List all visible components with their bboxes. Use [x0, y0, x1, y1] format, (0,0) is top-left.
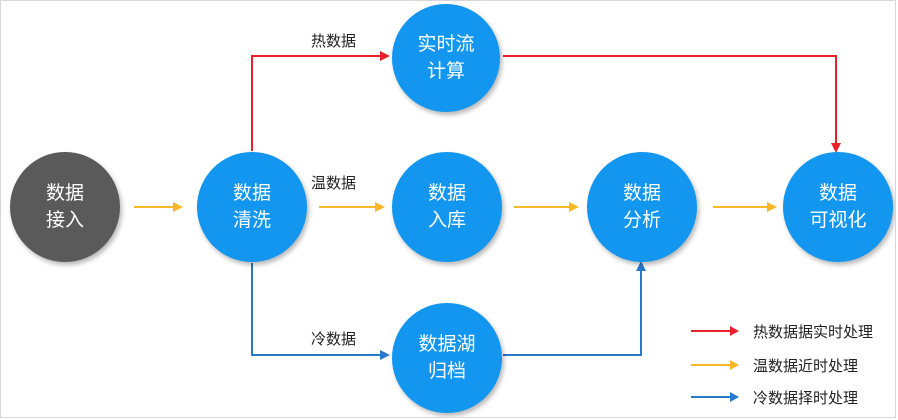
node-archive-label: 数据湖 归档 — [418, 333, 476, 382]
legend-line-hot — [691, 326, 739, 336]
legend-text-cold: 冷数据择时处理 — [753, 388, 859, 407]
node-stream: 实时流 计算 — [392, 4, 500, 112]
legend-item-hot: 热数据据实时处理 — [691, 321, 873, 341]
edge-label-cold: 冷数据 — [311, 330, 357, 348]
node-archive: 数据湖 归档 — [392, 303, 502, 413]
node-analyze-label: 数据 分析 — [622, 182, 661, 231]
node-store-label: 数据 入库 — [427, 182, 466, 231]
node-store: 数据 入库 — [392, 152, 502, 262]
legend-line-cold — [691, 392, 739, 402]
node-clean-label: 数据 清洗 — [232, 182, 271, 231]
arrow-clean-to-stream — [251, 51, 390, 151]
edge-label-hot: 热数据 — [311, 32, 357, 50]
node-visualize-label: 数据 可视化 — [809, 182, 867, 231]
legend-item-cold: 冷数据择时处理 — [691, 387, 858, 407]
arrow-clean-to-archive — [251, 263, 390, 360]
node-ingest: 数据 接入 — [10, 152, 120, 262]
legend-text-warm: 温数据近时处理 — [753, 356, 859, 375]
arrow-archive-to-analyze — [503, 261, 646, 356]
node-analyze: 数据 分析 — [587, 152, 697, 262]
node-ingest-label: 数据 接入 — [45, 182, 84, 231]
arrow-stream-to-visualize — [503, 55, 841, 153]
edge-label-warm: 温数据 — [311, 174, 357, 192]
node-stream-label: 实时流 计算 — [417, 33, 475, 82]
legend-item-warm: 温数据近时处理 — [691, 355, 858, 375]
legend-line-warm — [691, 360, 739, 370]
node-visualize: 数据 可视化 — [783, 152, 893, 262]
node-clean: 数据 清洗 — [197, 152, 307, 262]
legend-text-hot: 热数据据实时处理 — [753, 322, 874, 341]
